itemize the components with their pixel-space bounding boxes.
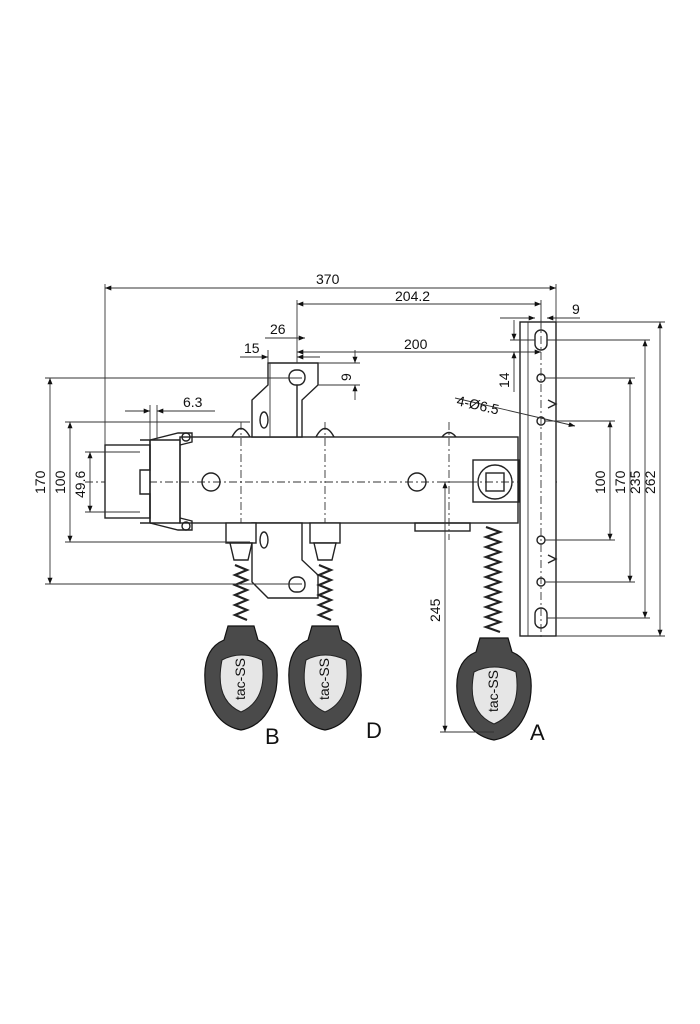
label-knob-d: D bbox=[366, 718, 382, 743]
svg-text:tac-SS: tac-SS bbox=[316, 658, 332, 700]
svg-text:tac-SS: tac-SS bbox=[485, 670, 501, 712]
dim-100-left: 100 bbox=[52, 470, 68, 494]
dim-14: 14 bbox=[496, 372, 512, 388]
dim-9-top: 9 bbox=[572, 301, 580, 317]
dim-200: 200 bbox=[404, 336, 428, 352]
dim-245: 245 bbox=[427, 598, 443, 622]
dimension-lines bbox=[45, 284, 665, 733]
knob-a: tac-SS bbox=[456, 525, 532, 741]
top-bracket bbox=[251, 362, 319, 438]
dim-262: 262 bbox=[642, 470, 658, 494]
left-hinge-block bbox=[104, 432, 193, 531]
dim-170-right: 170 bbox=[612, 470, 628, 494]
dim-170-left: 170 bbox=[32, 470, 48, 494]
svg-text:tac-SS: tac-SS bbox=[232, 658, 248, 700]
dim-15: 15 bbox=[244, 340, 260, 356]
dim-370: 370 bbox=[316, 271, 340, 287]
dim-26: 26 bbox=[270, 321, 286, 337]
dim-49-6: 49.6 bbox=[72, 471, 88, 498]
label-knob-a: A bbox=[530, 720, 545, 745]
right-plate bbox=[519, 320, 558, 640]
knob-d: tac-SS bbox=[288, 522, 362, 731]
dim-9-small: 9 bbox=[338, 373, 354, 381]
bottom-bracket bbox=[251, 522, 319, 599]
label-knob-b: B bbox=[265, 724, 280, 749]
main-bar bbox=[85, 422, 560, 540]
knob-b: tac-SS bbox=[204, 522, 278, 731]
dim-235: 235 bbox=[627, 470, 643, 494]
dim-6-3: 6.3 bbox=[183, 394, 203, 410]
dim-100-right: 100 bbox=[592, 470, 608, 494]
dim-4-hole: 4-Ø6.5 bbox=[455, 392, 501, 417]
dim-204-2: 204.2 bbox=[395, 288, 430, 304]
